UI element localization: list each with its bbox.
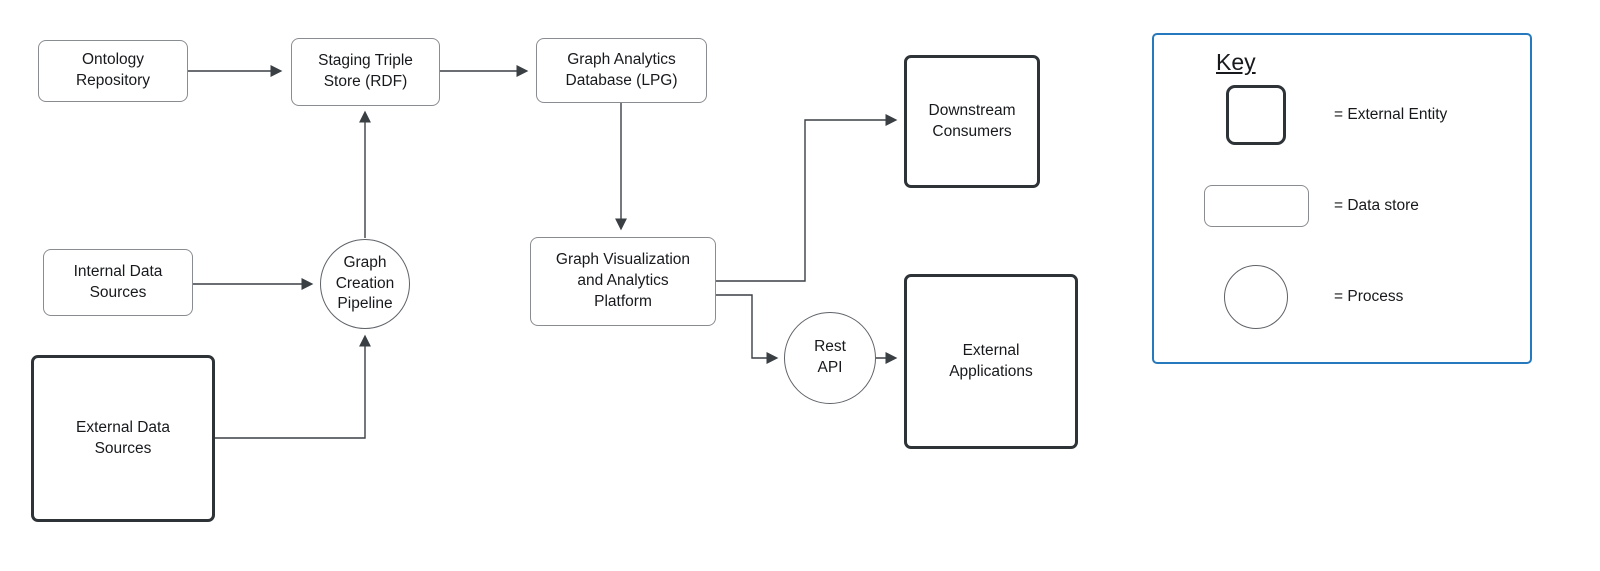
- node-label: Graph Analytics Database (LPG): [565, 50, 678, 89]
- key-label-data-store: = Data store: [1334, 197, 1419, 214]
- edge-platform-to-restapi: [716, 294, 779, 364]
- node-label: External Applications: [949, 341, 1033, 380]
- edge-platform-to-downstream: [716, 114, 898, 282]
- key-label-process: = Process: [1334, 288, 1404, 305]
- node-external-data-sources: External Data Sources: [31, 355, 215, 522]
- key-label-external-entity: = External Entity: [1334, 106, 1448, 123]
- node-label: Downstream Consumers: [928, 101, 1016, 140]
- node-rest-api: Rest API: [784, 312, 876, 404]
- node-graph-visualization-platform: Graph Visualization and Analytics Platfo…: [530, 237, 716, 326]
- node-label: Graph Visualization and Analytics Platfo…: [555, 251, 691, 310]
- node-internal-data-sources: Internal Data Sources: [43, 249, 193, 316]
- node-graph-creation-pipeline: Graph Creation Pipeline: [320, 239, 410, 329]
- node-label: Rest API: [814, 338, 846, 376]
- key-row-process: = Process: [1178, 263, 1403, 331]
- node-graph-analytics-database: Graph Analytics Database (LPG): [536, 38, 707, 103]
- edge-external-to-pipeline: [215, 334, 371, 439]
- process-glyph: [1224, 265, 1288, 329]
- node-ontology-repository: Ontology Repository: [38, 40, 188, 102]
- node-label: Ontology Repository: [75, 51, 151, 89]
- node-label: Graph Creation Pipeline: [335, 253, 395, 313]
- node-label: External Data Sources: [76, 418, 170, 457]
- data-store-glyph: [1203, 185, 1309, 227]
- node-label: Internal Data Sources: [73, 262, 163, 301]
- key-row-data-store: = Data store: [1178, 183, 1419, 229]
- node-label: Staging Triple Store (RDF): [318, 52, 413, 90]
- node-staging-triple-store: Staging Triple Store (RDF): [291, 38, 440, 106]
- external-entity-glyph: [1226, 85, 1286, 145]
- node-external-applications: External Applications: [904, 274, 1078, 449]
- key-title: Key: [1216, 49, 1256, 75]
- key-row-external-entity: = External Entity: [1178, 83, 1447, 147]
- key-legend: Key = External Entity = Data store = Pro…: [1152, 33, 1532, 364]
- node-downstream-consumers: Downstream Consumers: [904, 55, 1040, 188]
